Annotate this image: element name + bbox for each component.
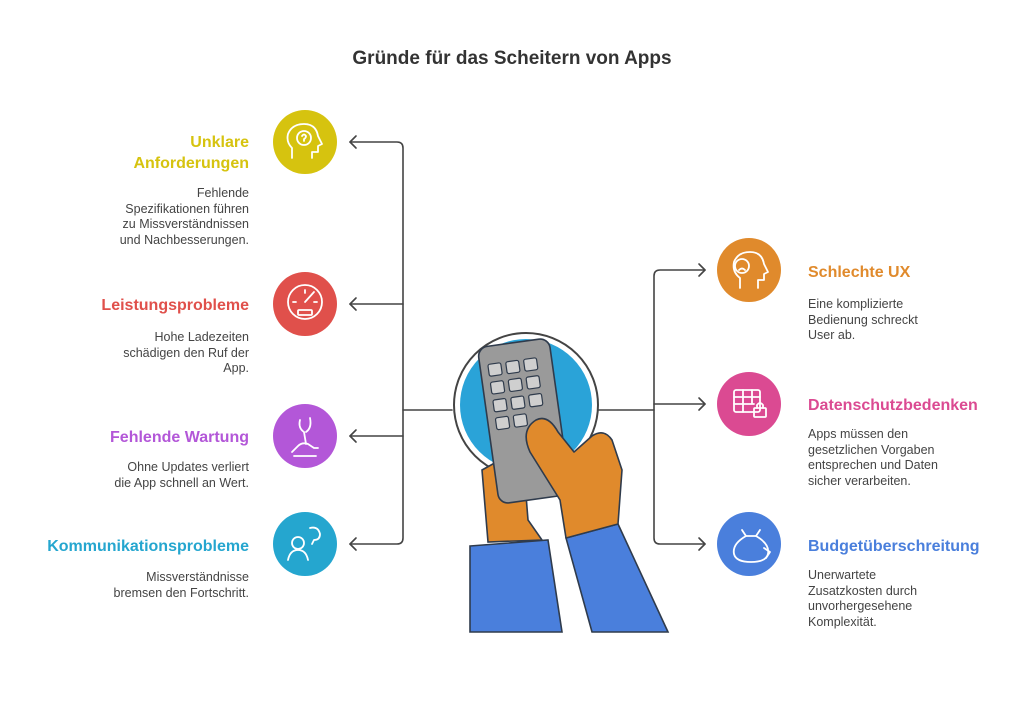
people-talking-icon xyxy=(287,526,321,561)
central-illustration xyxy=(453,332,670,633)
speedometer-icon xyxy=(287,284,323,320)
desc-kommunikationsprobleme: Missverständnisse bremsen den Fortschrit… xyxy=(113,570,249,600)
wrench-hand-icon xyxy=(291,417,319,457)
arrow-heads xyxy=(349,135,706,551)
sad-face-head-icon xyxy=(732,251,769,289)
desc-unklare-anforderungen: Fehlende Spezifikationen führen zu Missv… xyxy=(119,186,249,247)
desc-budgetueberschreitung: Unerwartete Zusatzkosten durch unvorherg… xyxy=(808,568,918,629)
heading-unklare-anforderungen: Unklare Anforderungen xyxy=(133,134,249,172)
money-bag-icon xyxy=(732,529,771,563)
heading-fehlende-wartung: Fehlende Wartung xyxy=(110,429,249,446)
heading-schlechte-ux: Schlechte UX xyxy=(808,264,911,281)
heading-budgetueberschreitung: Budgetüberschreitung xyxy=(808,538,980,555)
desc-schlechte-ux: Eine komplizierte Bedienung schreckt Use… xyxy=(808,297,918,342)
heading-leistungsprobleme: Leistungsprobleme xyxy=(101,297,249,314)
desc-fehlende-wartung: Ohne Updates verliert die App schnell an… xyxy=(114,460,249,490)
table-lock-icon xyxy=(733,389,767,418)
icon-circles xyxy=(273,110,781,576)
page-title: Gründe für das Scheitern von Apps xyxy=(352,48,672,69)
heading-datenschutzbedenken: Datenschutzbedenken xyxy=(808,397,978,414)
question-head-icon xyxy=(286,123,323,159)
desc-leistungsprobleme: Hohe Ladezeiten schädigen den Ruf der Ap… xyxy=(123,330,249,375)
desc-datenschutzbedenken: Apps müssen den gesetzlichen Vorgaben en… xyxy=(808,427,938,488)
connector-lines xyxy=(349,141,706,545)
heading-kommunikationsprobleme: Kommunikationsprobleme xyxy=(47,538,249,555)
